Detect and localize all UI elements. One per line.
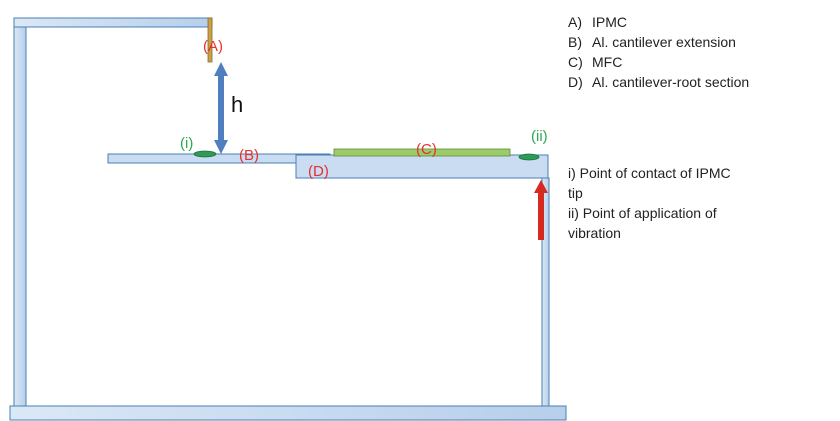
legend-text: Al. cantilever-root section [592, 74, 750, 90]
label-c: (C) [416, 141, 437, 158]
ipmc-strip [207, 17, 213, 63]
legend-key: C) [568, 54, 583, 70]
legend-text: Al. cantilever extension [592, 34, 736, 50]
label-b: (B) [239, 147, 259, 164]
label-ii: (ii) [531, 128, 548, 145]
legend-key: D) [568, 74, 583, 90]
legend-item-c: C) MFC [568, 52, 840, 72]
component-legend: A)IPMC B)Al. cantilever extension C)MFC … [568, 12, 840, 92]
mfc-patch [333, 148, 511, 157]
legend-text: MFC [592, 54, 623, 70]
label-h: h [231, 92, 243, 117]
label-a: (A) [203, 38, 223, 55]
note-ii-line1: ii) Point of application of [568, 205, 717, 221]
note-i-line1: i) Point of contact of IPMC [568, 165, 731, 181]
legend-key: B) [568, 34, 582, 50]
note-ii-line2: vibration [568, 225, 621, 241]
contact-point-i [193, 150, 217, 158]
label-i: (i) [180, 135, 193, 152]
cantilever-root-section [295, 154, 549, 179]
point-notes: i) Point of contact of IPMC tip ii) Poin… [568, 163, 808, 243]
legend-key: A) [568, 14, 582, 30]
h-distance-arrow [214, 62, 228, 154]
vibration-point-ii [518, 153, 540, 161]
base-plate [9, 405, 567, 421]
left-post [13, 17, 27, 409]
vibration-arrow [534, 180, 548, 240]
legend-text: IPMC [592, 14, 627, 30]
note-i-line2: tip [568, 185, 583, 201]
label-d: (D) [308, 163, 329, 180]
legend-item-d: D) Al. cantilever-root section [568, 72, 840, 92]
top-beam [13, 17, 213, 28]
legend-item-b: B) Al. cantilever extension [568, 32, 840, 52]
legend-item-a: A) IPMC [568, 12, 840, 32]
